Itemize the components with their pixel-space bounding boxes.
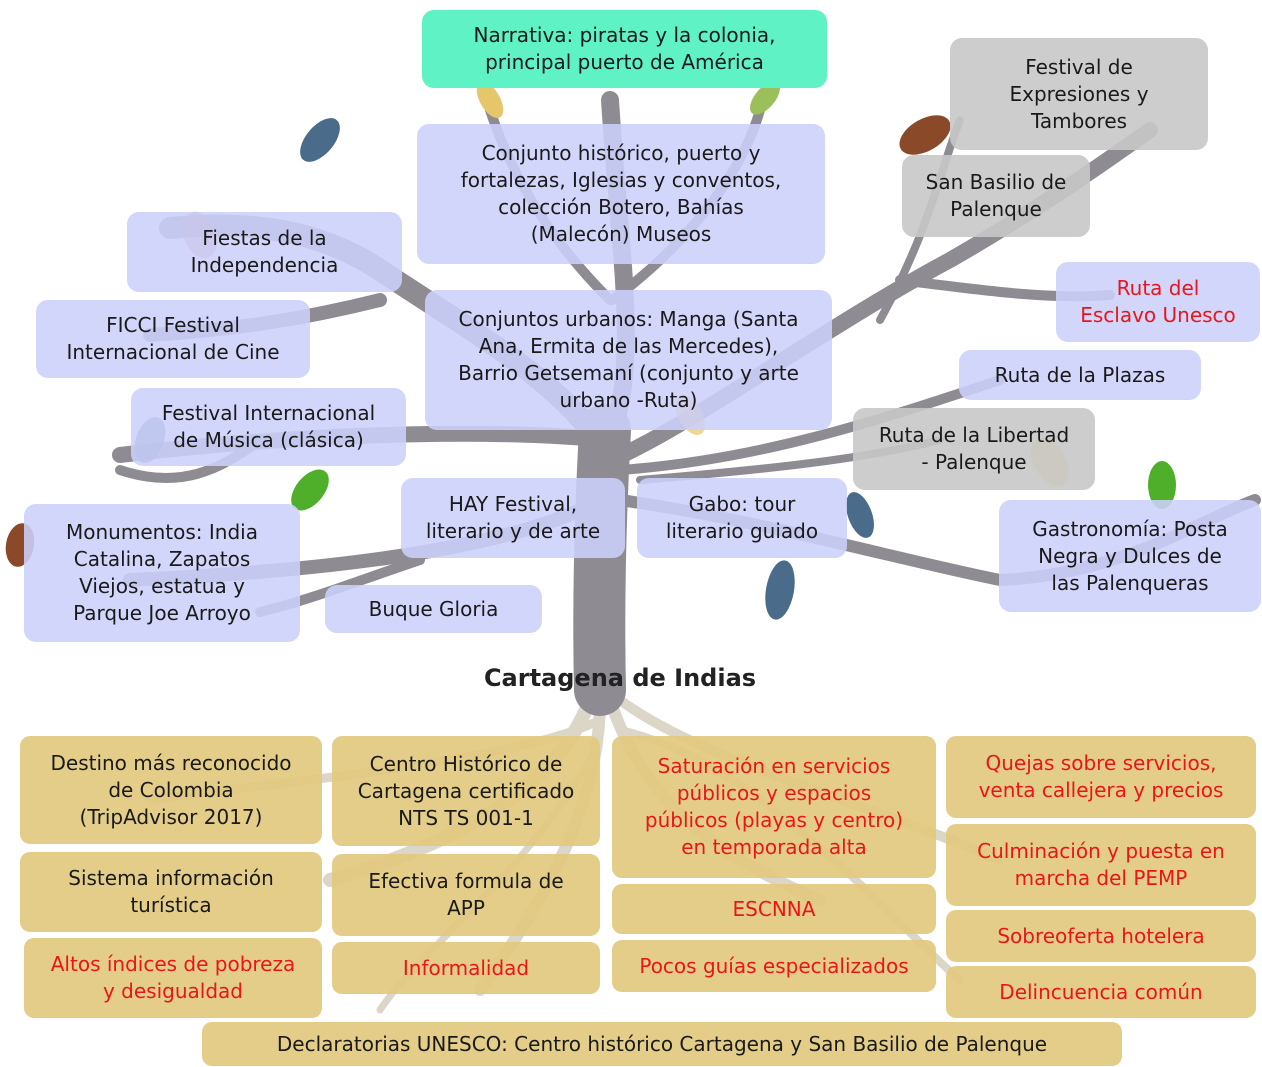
hay-festival-box: HAY Festival, literario y de arte [401, 478, 625, 558]
destino-box: Destino más reconocido de Colombia (Trip… [20, 736, 322, 844]
diagram-title: Cartagena de Indias [483, 664, 757, 692]
saturacion-box: Saturación en servicios públicos y espac… [612, 736, 936, 878]
declaratorias-box: Declaratorias UNESCO: Centro histórico C… [202, 1022, 1122, 1066]
ruta-esclavo-box: Ruta del Esclavo Unesco [1056, 262, 1260, 342]
app-box: Efectiva formula de APP [332, 854, 600, 936]
culminacion-box: Culminación y puesta en marcha del PEMP [946, 824, 1256, 906]
buque-gloria-box: Buque Gloria [325, 585, 542, 633]
delincuencia-box: Delincuencia común [946, 966, 1256, 1018]
ficci-box: FICCI Festival Internacional de Cine [36, 300, 310, 378]
narrativa-box: Narrativa: piratas y la colonia, princip… [422, 10, 827, 88]
festival-expresiones-box: Festival de Expresiones y Tambores [950, 38, 1208, 150]
san-basilio-box: San Basilio de Palenque [902, 155, 1090, 237]
conjuntos-urbanos-box: Conjuntos urbanos: Manga (Santa Ana, Erm… [425, 290, 832, 430]
ruta-libertad-box: Ruta de la Libertad - Palenque [853, 408, 1095, 490]
escnna-box: ESCNNA [612, 884, 936, 934]
fiestas-independencia-box: Fiestas de la Independencia [127, 212, 402, 292]
guias-box: Pocos guías especializados [612, 940, 936, 992]
sistema-informacion-box: Sistema información turística [20, 852, 322, 932]
sobreoferta-box: Sobreoferta hotelera [946, 910, 1256, 962]
gabo-box: Gabo: tour literario guiado [637, 478, 847, 558]
monumentos-box: Monumentos: India Catalina, Zapatos Viej… [24, 504, 300, 642]
conjunto-historico-box: Conjunto histórico, puerto y fortalezas,… [417, 124, 825, 264]
pobreza-box: Altos índices de pobreza y desigualdad [24, 938, 322, 1018]
centro-historico-box: Centro Histórico de Cartagena certificad… [332, 736, 600, 846]
festival-musica-box: Festival Internacional de Música (clásic… [131, 388, 406, 466]
gastronomia-box: Gastronomía: Posta Negra y Dulces de las… [999, 500, 1261, 612]
informalidad-box: Informalidad [332, 942, 600, 994]
ruta-plazas-box: Ruta de la Plazas [959, 350, 1201, 400]
quejas-box: Quejas sobre servicios, venta callejera … [946, 736, 1256, 818]
